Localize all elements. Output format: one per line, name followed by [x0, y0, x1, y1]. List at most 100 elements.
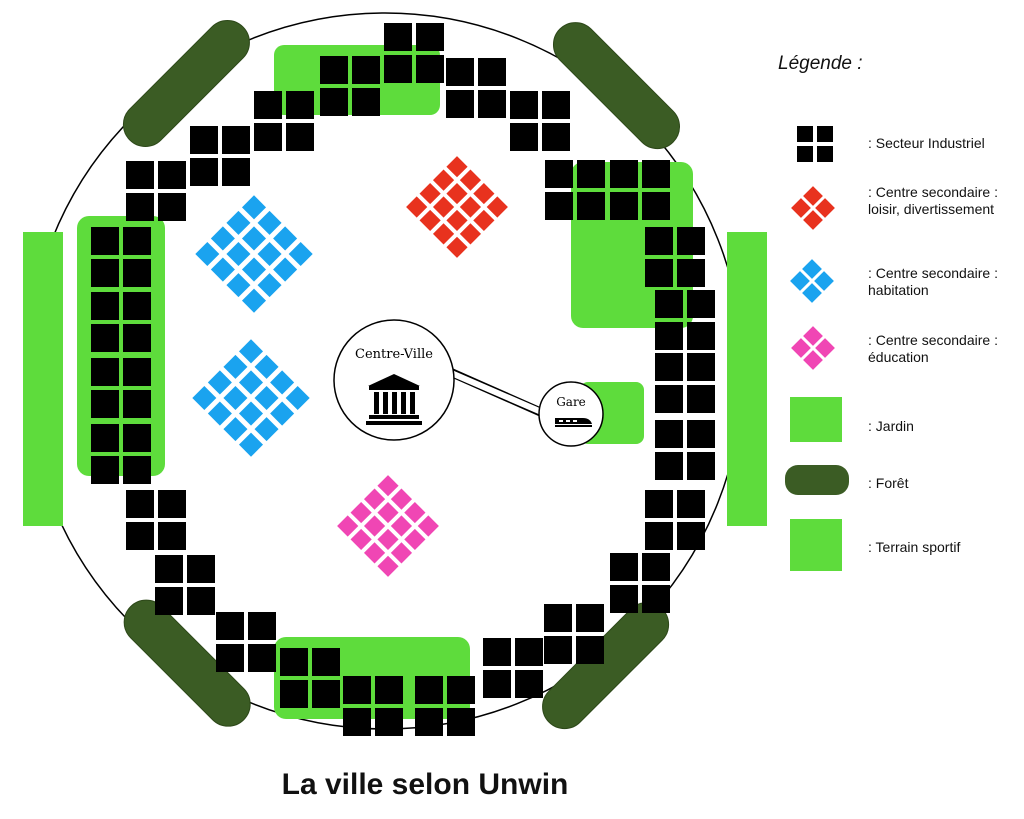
industrial-block: [545, 160, 605, 220]
industrial-block: [645, 227, 705, 287]
industrial-square: [655, 290, 683, 318]
industrial-square: [483, 670, 511, 698]
industrial-square: [254, 123, 282, 151]
legend-label-loisir: : Centre secondaire : loisir, divertisse…: [868, 184, 998, 217]
industrial-square: [190, 126, 218, 154]
industrial-square: [446, 58, 474, 86]
center-habitation-north-cell: [241, 226, 267, 251]
center-habitation-south-cell: [223, 417, 248, 442]
industrial-block: [126, 161, 186, 221]
industrial-square: [415, 708, 443, 736]
industrial-square: [478, 58, 506, 86]
industrial-square: [248, 644, 276, 672]
center-habitation-north-cell: [226, 241, 251, 267]
industrial-square: [610, 585, 638, 613]
industrial-square: [687, 452, 715, 480]
industrial-square: [216, 612, 244, 640]
industrial-square: [126, 161, 154, 189]
industrial-block: [415, 676, 475, 736]
legend-title: Légende :: [778, 53, 863, 74]
industrial-square: [655, 322, 683, 350]
center-habitation-south-cell: [207, 370, 232, 395]
city-station-link-inner: [447, 369, 548, 417]
industrial-square: [610, 192, 638, 220]
industrial-square: [677, 259, 705, 287]
center-education-cell: [363, 542, 386, 564]
industrial-square: [343, 708, 371, 736]
industrial-square: [483, 638, 511, 666]
legend-loisir-symbol-cell: [815, 198, 835, 218]
centre-ville-label: Centre-Ville: [355, 347, 433, 362]
industrial-square: [544, 604, 572, 632]
industrial-block: [510, 91, 570, 151]
industrial-square: [677, 522, 705, 550]
industrial-square: [158, 193, 186, 221]
industrial-square: [642, 553, 670, 581]
industrial-square: [155, 587, 183, 615]
industrial-block: [91, 424, 151, 484]
industrial-square: [352, 88, 380, 116]
gare-circle: [538, 381, 604, 447]
industrial-block: [320, 56, 380, 116]
industrial-block: [610, 553, 670, 613]
industrial-square: [542, 123, 570, 151]
center-education-cell: [337, 515, 359, 537]
legend-foret-symbol: [785, 465, 849, 495]
sports-field-east: [727, 232, 767, 526]
industrial-square: [187, 555, 215, 583]
center-education-cell: [390, 542, 413, 564]
legend-habitation-symbol-cell: [790, 271, 810, 291]
classical-building-icon: [366, 374, 422, 425]
industrial-square: [187, 587, 215, 615]
industrial-square: [158, 490, 186, 518]
center-loisir-cell: [486, 196, 508, 218]
center-habitation-north-cell: [241, 195, 267, 220]
industrial-square: [123, 324, 151, 352]
industrial-square: [123, 259, 151, 287]
industrial-square: [155, 555, 183, 583]
industrial-square: [655, 385, 683, 413]
industrial-square: [384, 23, 412, 51]
industrial-square: [123, 424, 151, 452]
industrial-square: [216, 644, 244, 672]
industrial-block: [216, 612, 276, 672]
industrial-square: [510, 91, 538, 119]
industrial-block: [483, 638, 543, 698]
industrial-square: [352, 56, 380, 84]
center-habitation-north-cell: [210, 226, 235, 251]
industrial-square: [91, 390, 119, 418]
industrial-square: [687, 322, 715, 350]
industrial-square: [642, 160, 670, 188]
industrial-square: [280, 648, 308, 676]
industrial-square: [375, 708, 403, 736]
legend-industrial-symbol: [797, 126, 833, 162]
industrial-square: [91, 324, 119, 352]
industrial-square: [190, 158, 218, 186]
train-icon: [555, 418, 592, 427]
industrial-square: [545, 160, 573, 188]
industrial-block: [91, 292, 151, 352]
industrial-square: [415, 676, 443, 704]
industrial-square: [312, 680, 340, 708]
industrial-block: [91, 227, 151, 287]
legend-loisir-symbol-cell: [803, 186, 823, 206]
industrial-square: [91, 292, 119, 320]
industrial-square: [642, 585, 670, 613]
industrial-block: [254, 91, 314, 151]
industrial-square: [222, 126, 250, 154]
center-habitation-south-cell: [192, 385, 217, 411]
industrial-square: [610, 160, 638, 188]
industrial-square: [91, 259, 119, 287]
industrial-square: [320, 56, 348, 84]
sports-field-west: [23, 232, 63, 526]
center-habitation-north-cell: [226, 273, 251, 298]
industrial-square: [655, 353, 683, 381]
legend-label-education: : Centre secondaire : éducation: [868, 332, 998, 365]
industrial-square: [126, 522, 154, 550]
industrial-square: [91, 358, 119, 386]
industrial-square: [645, 522, 673, 550]
legend-education-symbol-cell: [803, 350, 823, 370]
center-habitation-north-cell: [273, 226, 298, 251]
industrial-square: [545, 192, 573, 220]
industrial-square: [687, 385, 715, 413]
